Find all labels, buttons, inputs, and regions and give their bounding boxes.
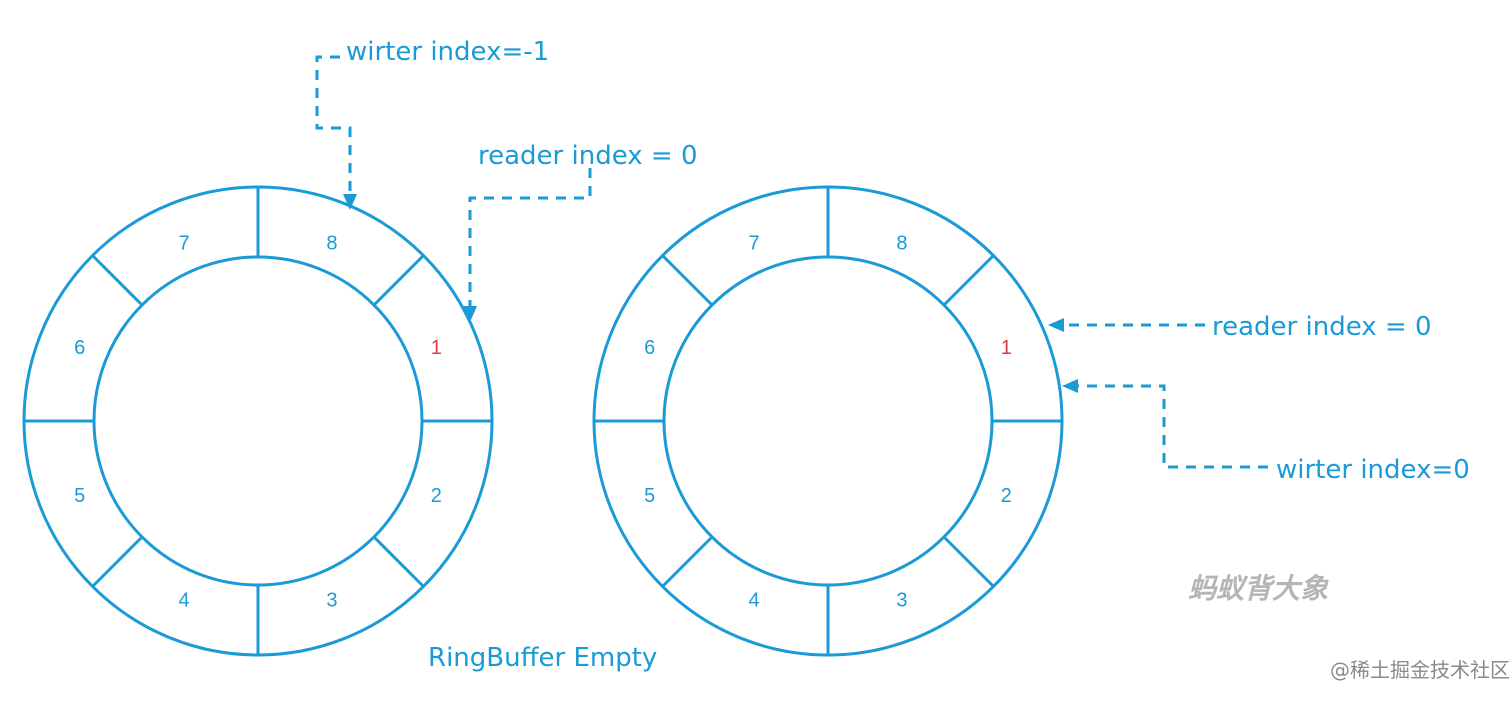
ring-right-slot-label: 1 <box>1001 337 1012 359</box>
ring-right-slot-label: 2 <box>1001 485 1012 507</box>
arrowhead-right-reader <box>1048 318 1064 332</box>
ring-right-slot-label: 4 <box>749 589 760 611</box>
watermark-text: 蚂蚁背大象 <box>1188 572 1329 605</box>
connector-left-writer <box>315 55 352 195</box>
pointer-left-writer: wirter index=-1 <box>315 37 549 210</box>
ring-left-divider <box>91 535 144 588</box>
ring-left-slot-label: 6 <box>74 337 85 359</box>
ring-left-slot-label: 3 <box>326 589 337 611</box>
arrowhead-left-reader <box>463 306 477 322</box>
ring-right-slot-label: 8 <box>896 233 907 255</box>
pointer-left-reader: reader index = 0 <box>463 141 698 322</box>
ring-right-divider <box>661 535 714 588</box>
label-right-writer: wirter index=0 <box>1276 455 1470 485</box>
ring-right-slot-label: 5 <box>644 485 655 507</box>
ring-left-slot-label: 1 <box>431 337 442 359</box>
ring-left-slot-label: 8 <box>326 233 337 255</box>
pointer-right-reader: reader index = 0 <box>1048 312 1432 342</box>
ring-left-inner <box>92 255 424 587</box>
label-left-reader: reader index = 0 <box>478 141 698 171</box>
ring-left-slot-label: 2 <box>431 485 442 507</box>
connector-right-writer <box>1077 384 1268 469</box>
ring-left-slot-label: 4 <box>179 589 190 611</box>
credit-text: @稀土掘金技术社区 <box>1330 658 1510 682</box>
ring-left-divider <box>372 535 425 588</box>
ring-left: 8 1 2 3 4 5 6 7 <box>22 185 494 657</box>
ring-left-slot-label: 7 <box>179 233 190 255</box>
ring-right-slot-label: 7 <box>749 233 760 255</box>
ring-left-divider <box>91 254 144 307</box>
label-right-reader: reader index = 0 <box>1212 312 1432 342</box>
ring-right-divider <box>942 254 995 307</box>
ring-left-slot-label: 5 <box>74 485 85 507</box>
ring-right: 8 1 2 3 4 5 6 7 <box>592 185 1064 657</box>
pointer-right-writer: wirter index=0 <box>1062 379 1470 485</box>
ring-right-slot-labels: 8 1 2 3 4 5 6 7 <box>644 233 1012 612</box>
arrowhead-left-writer <box>343 194 357 210</box>
ring-left-slot-labels: 8 1 2 3 4 5 6 7 <box>74 233 442 612</box>
ring-right-inner <box>662 255 994 587</box>
ring-right-slot-label: 3 <box>896 589 907 611</box>
ring-right-dividers <box>594 187 1062 655</box>
ring-left-divider <box>372 254 425 307</box>
connector-left-reader <box>468 168 592 306</box>
diagram-caption: RingBuffer Empty <box>428 643 657 673</box>
label-left-writer: wirter index=-1 <box>346 37 549 67</box>
ring-right-slot-label: 6 <box>644 337 655 359</box>
arrowhead-right-writer <box>1062 379 1078 393</box>
ring-right-divider <box>661 254 714 307</box>
ring-left-dividers <box>24 187 492 655</box>
ring-right-divider <box>942 535 995 588</box>
